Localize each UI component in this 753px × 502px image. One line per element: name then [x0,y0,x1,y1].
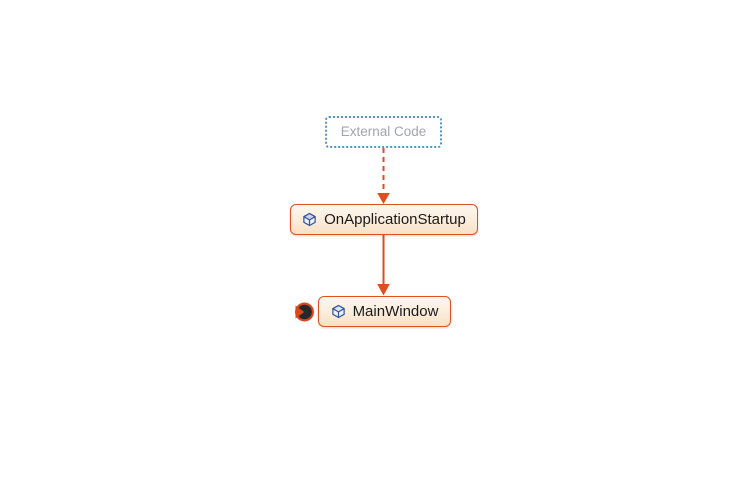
node-label: OnApplicationStartup [324,211,466,228]
node-label: External Code [340,124,427,140]
node-external-code[interactable]: External Code [325,116,442,148]
method-cube-icon [302,212,317,227]
edge-startup-to-mainwindow[interactable] [377,235,390,296]
edge-external-to-startup[interactable] [377,148,390,204]
method-cube-icon [331,304,346,319]
node-mainwindow[interactable]: MainWindow [318,296,451,327]
node-onapplicationstartup[interactable]: OnApplicationStartup [290,204,478,235]
incoming-link-badge[interactable] [295,302,314,322]
node-label: MainWindow [352,303,439,320]
